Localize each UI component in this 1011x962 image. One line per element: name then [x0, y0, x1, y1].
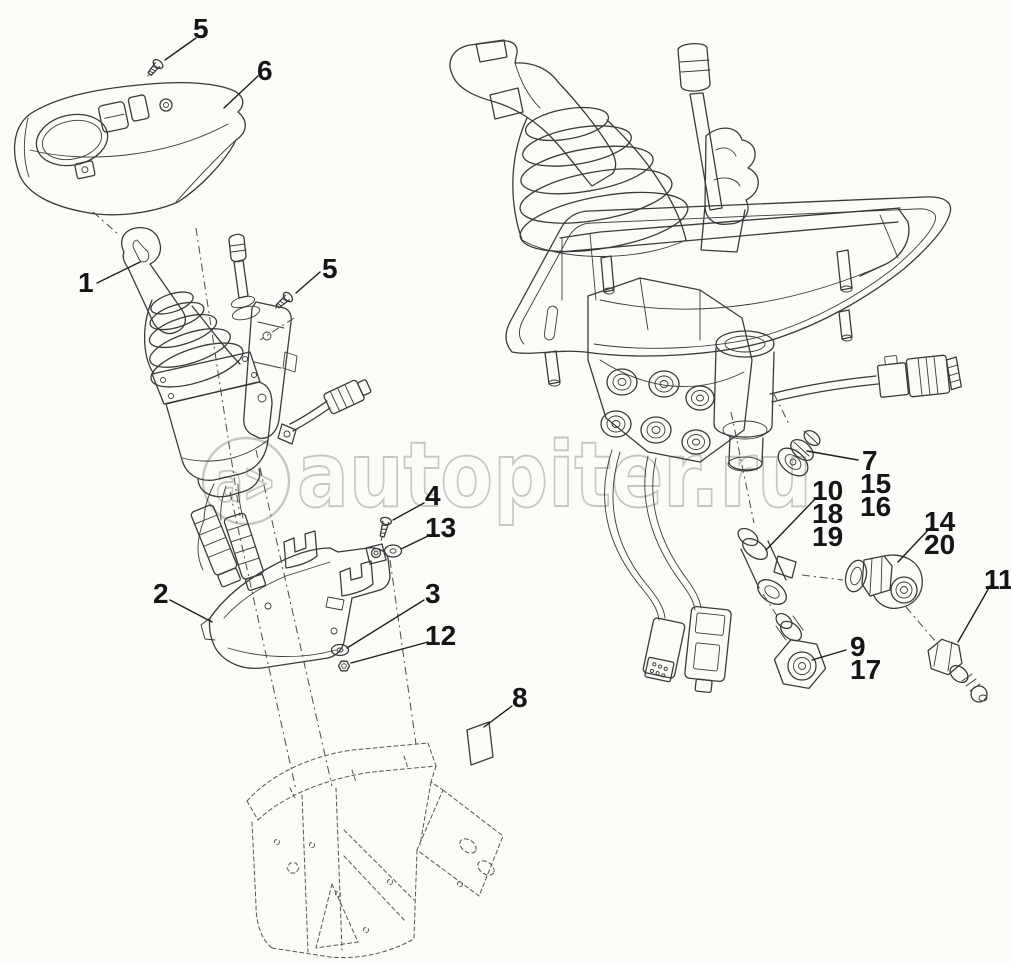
callout-9: 9 [850, 631, 866, 662]
callout-18: 18 [812, 498, 843, 529]
wire-connectors-bottom [604, 449, 732, 694]
callout-10: 10 [812, 475, 843, 506]
screw-5-top [147, 58, 164, 77]
connector-b [684, 605, 732, 694]
fitting-part-11 [927, 638, 988, 703]
watermark: a> autopiter.ru [201, 422, 813, 529]
rubber-boot-right [512, 106, 689, 257]
grip-handle-right [449, 39, 617, 187]
callout-2: 2 [153, 578, 169, 609]
assembly-axes [92, 211, 937, 791]
mounting-bracket-part-2 [200, 530, 391, 670]
screw-5-mid [274, 291, 294, 309]
lever-handle-part-1 [121, 226, 187, 335]
screw-4 [379, 516, 393, 541]
fitting-part-9 [773, 612, 827, 690]
connector-a [642, 617, 686, 683]
callout-8: 8 [512, 682, 528, 713]
callout-12: 12 [425, 620, 456, 651]
callout-11: 11 [984, 564, 1011, 595]
callout-leaders [96, 37, 991, 728]
callout-7: 7 [862, 445, 878, 476]
callout-14: 14 [924, 506, 956, 537]
nut-12 [337, 660, 351, 672]
watermark-site-text: autopiter.ru [297, 423, 812, 528]
watermark-logo-text: a> [216, 451, 276, 514]
solenoid-valve-part-10 [737, 527, 797, 605]
under-frame-right [559, 207, 910, 310]
solenoid-caps [600, 368, 715, 455]
wire-plug-left [277, 379, 372, 445]
callout-16: 16 [860, 491, 891, 522]
callout-15: 15 [860, 468, 891, 499]
accumulator-cylinder [713, 330, 775, 472]
elbow-fitting-part-14 [844, 554, 923, 610]
harness-connector-right [769, 354, 962, 403]
rubber-boot-left [143, 291, 244, 388]
callout-13: 13 [425, 512, 456, 543]
secondary-stick-right [677, 43, 759, 253]
callout-4: 4 [425, 480, 441, 511]
cover-panel-part-6 [13, 82, 246, 216]
cover-screw-hole [159, 98, 173, 112]
decal-part-8 [466, 721, 494, 766]
base-plate-right [505, 196, 952, 387]
callout-3: 3 [425, 578, 441, 609]
cover-latch-detail [74, 160, 96, 180]
side-bracket-left [243, 301, 298, 439]
washer-13 [383, 544, 403, 558]
callout-5-mid: 5 [322, 253, 338, 284]
callout-1: 1 [78, 267, 94, 298]
callout-20: 20 [924, 529, 955, 560]
pressure-sensor-part-7 [777, 429, 821, 477]
joystick-assembly-left [121, 226, 372, 591]
callout-6: 6 [257, 55, 273, 86]
washer-3 [330, 643, 350, 657]
callout-numbers: 5 6 1 5 4 13 2 3 12 8 7 15 16 10 18 19 1… [78, 13, 1011, 713]
callout-5-top: 5 [193, 13, 209, 44]
secondary-stick-left [228, 233, 261, 321]
joystick-assembly-right [449, 39, 988, 703]
console-housing-dashed [246, 742, 504, 959]
valve-manifold [587, 277, 753, 463]
callout-19: 19 [812, 521, 843, 552]
callout-17: 17 [850, 654, 881, 685]
